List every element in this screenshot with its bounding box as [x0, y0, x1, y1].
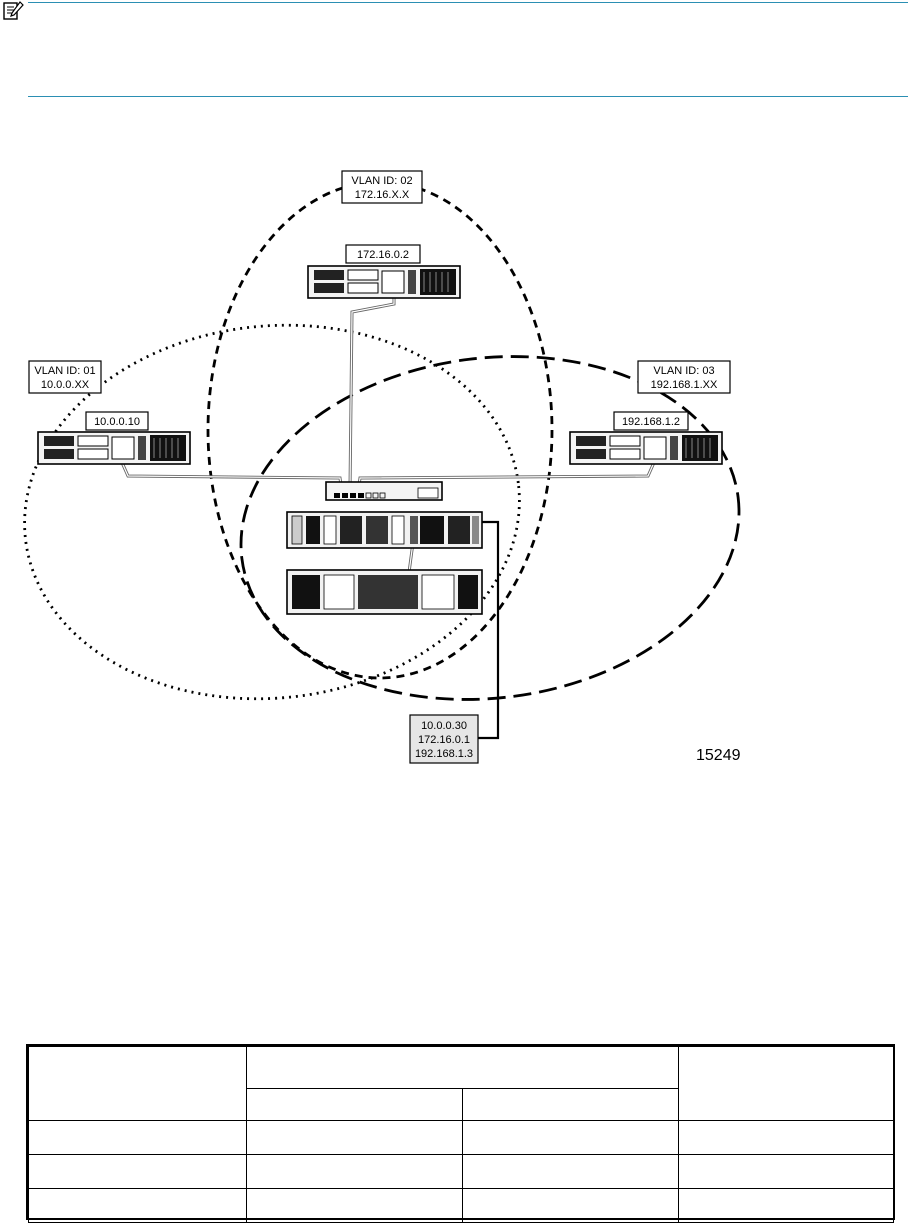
svg-text:172.16.0.1: 172.16.0.1: [418, 734, 470, 746]
vlan-03-label: VLAN ID: 03 192.168.1.XX: [637, 360, 731, 394]
svg-text:192.168.1.XX: 192.168.1.XX: [651, 379, 718, 391]
server-host-10: [37, 431, 191, 465]
table-header-cell: [462, 1088, 679, 1121]
table-cell: [246, 1188, 463, 1223]
table-header-cell: [246, 1088, 463, 1121]
svg-text:10.0.0.XX: 10.0.0.XX: [41, 379, 90, 391]
table-header-cell: [28, 1046, 247, 1121]
vlan-01-boundary: [23, 323, 521, 701]
svg-text:172.16.X.X: 172.16.X.X: [355, 189, 410, 201]
table-row: [28, 1154, 894, 1189]
storage-ip-label: 10.0.0.30 172.16.0.1 192.168.1.3: [409, 714, 479, 764]
server-host-172: [307, 265, 461, 299]
vlan-03-boundary: [239, 355, 741, 701]
table-cell: [246, 1120, 463, 1155]
vlan-01-label: VLAN ID: 01 10.0.0.XX: [28, 360, 102, 394]
svg-text:VLAN ID: 03: VLAN ID: 03: [653, 365, 714, 377]
cable-host-172: [348, 292, 396, 491]
svg-text:10.0.0.30: 10.0.0.30: [421, 720, 467, 732]
figure-id: 15249: [696, 747, 741, 764]
config-table: [26, 1044, 895, 1223]
cable-storage-uplink: [478, 520, 500, 740]
svg-text:VLAN ID: 02: VLAN ID: 02: [351, 175, 412, 187]
table-header-cell: [246, 1046, 679, 1089]
svg-text:VLAN ID: 01: VLAN ID: 01: [34, 365, 95, 377]
table-row: [28, 1188, 894, 1223]
table-cell: [678, 1154, 894, 1189]
ethernet-switch: [325, 481, 443, 501]
table-row: [28, 1120, 894, 1155]
host-10-ip-label: 10.0.0.10: [85, 411, 149, 431]
table-cell: [28, 1188, 247, 1223]
vlan-02-label: VLAN ID: 02 172.16.X.X: [341, 170, 423, 204]
svg-text:192.168.1.2: 192.168.1.2: [622, 416, 680, 428]
svg-text:10.0.0.10: 10.0.0.10: [94, 416, 140, 428]
table-cell: [678, 1188, 894, 1223]
note-pencil-icon: [3, 1, 24, 20]
table-cell: [462, 1120, 679, 1155]
host-192-ip-label: 192.168.1.2: [613, 411, 689, 431]
storage-enclosure: [286, 569, 483, 615]
table-cell: [28, 1120, 247, 1155]
vlan-network-diagram: VLAN ID: 02 172.16.X.X 172.16.0.2 VLAN I…: [23, 170, 741, 764]
table-cell: [462, 1154, 679, 1189]
table-cell: [28, 1154, 247, 1189]
host-172-ip-label: 172.16.0.2: [345, 244, 421, 264]
storage-controller: [286, 511, 483, 549]
note-top-rule: [28, 2, 908, 3]
table-cell: [462, 1188, 679, 1223]
server-host-192: [569, 431, 723, 465]
note-bottom-rule: [28, 96, 908, 97]
svg-text:172.16.0.2: 172.16.0.2: [357, 249, 409, 261]
table-cell: [678, 1120, 894, 1155]
table-cell: [246, 1154, 463, 1189]
table-header-cell: [678, 1046, 894, 1121]
svg-text:192.168.1.3: 192.168.1.3: [415, 748, 473, 760]
